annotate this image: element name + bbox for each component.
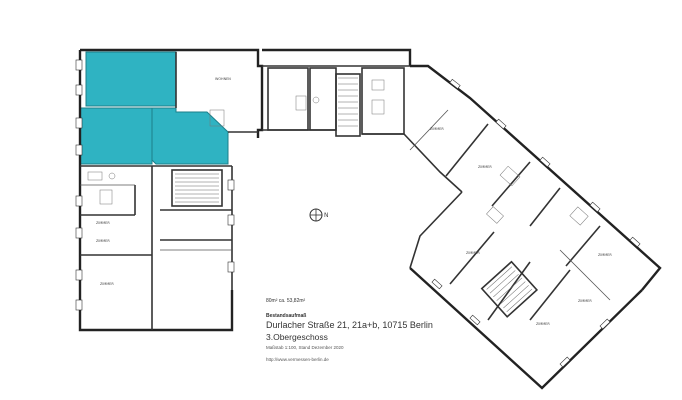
area-note: 80m² ca. 53,82m²: [266, 298, 306, 304]
room-label: ZIMMER: [478, 165, 492, 169]
north-arrow: N: [309, 208, 329, 222]
south-east-wing: [409, 191, 643, 390]
scale-note: Maßstab 1:100, Stand Dezember 2020: [266, 345, 344, 350]
room-label: ZIMMER: [100, 282, 114, 286]
west-stairwell: [171, 169, 223, 207]
room-label: ZIMMER: [466, 251, 480, 255]
room-label: ZIMMER: [578, 299, 592, 303]
address-title: Durlacher Straße 21, 21a+b, 10715 Berlin: [266, 320, 433, 330]
highlighted-apartment[interactable]: [79, 51, 229, 165]
west-bathrooms: [87, 109, 225, 205]
diagonal-east-wing: [403, 64, 662, 291]
central-north: [262, 48, 412, 137]
floor-title: 3.Obergeschoss: [266, 332, 328, 342]
room-label: WOHNEN: [215, 77, 231, 81]
status-label: Bestandsaufmaß: [266, 313, 307, 319]
room-label: ZIMMER: [96, 221, 110, 225]
room-label: ZIMMER: [598, 253, 612, 257]
west-wing: [75, 48, 264, 332]
north-label: N: [324, 212, 329, 219]
website-link[interactable]: http://www.vermessen-berlin.de: [266, 357, 329, 362]
room-labels: WOHNEN ZIMMER ZIMMER ZIMMER ZIMMER ZIMME…: [96, 77, 612, 326]
room-label: ZIMMER: [536, 322, 550, 326]
room-label: ZIMMER: [430, 127, 444, 131]
room-label: ZIMMER: [96, 239, 110, 243]
